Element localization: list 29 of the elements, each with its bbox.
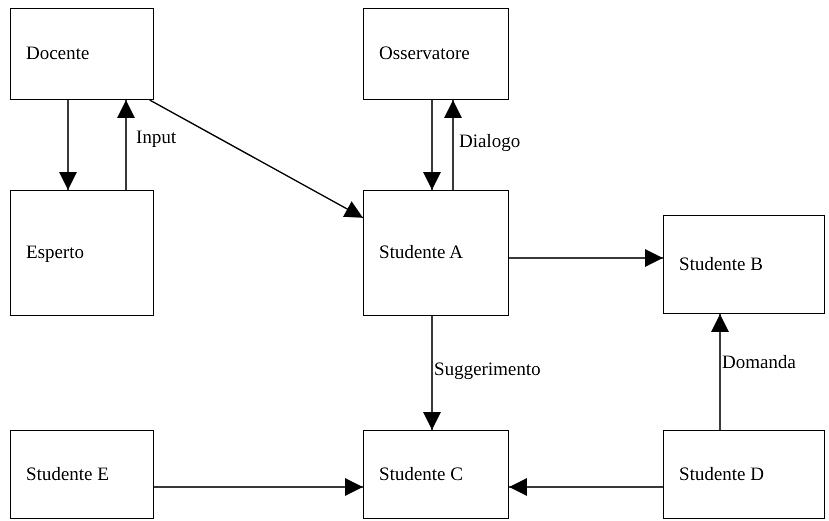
process-box: [663, 215, 825, 314]
box-label: Esperto: [26, 242, 84, 264]
arrow: [509, 478, 663, 496]
box-label: Studente B: [679, 254, 763, 276]
arrow: [509, 249, 663, 267]
arrow: [423, 100, 441, 190]
box-label: Studente E: [26, 464, 109, 486]
arrow: [444, 100, 462, 190]
arrow: [423, 316, 441, 430]
process-box: [363, 190, 509, 316]
arrow: [154, 478, 363, 496]
arrow: [149, 99, 364, 218]
box-label: Studente D: [679, 464, 764, 486]
arrow: [59, 100, 77, 190]
edge-label: Input: [136, 128, 176, 149]
process-box: [10, 190, 154, 316]
process-box: [363, 430, 509, 519]
process-box: [10, 430, 154, 519]
arrow: [711, 314, 729, 430]
arrow: [117, 100, 135, 190]
process-box: [363, 8, 509, 100]
box-label: Studente A: [379, 242, 463, 264]
edge-label: Suggerimento: [434, 360, 541, 381]
box-label: Docente: [26, 43, 90, 65]
process-box: [10, 8, 154, 100]
box-label: Osservatore: [379, 43, 470, 65]
process-box: [663, 430, 825, 519]
box-label: Studente C: [379, 464, 463, 486]
edge-label: Dialogo: [459, 132, 520, 153]
